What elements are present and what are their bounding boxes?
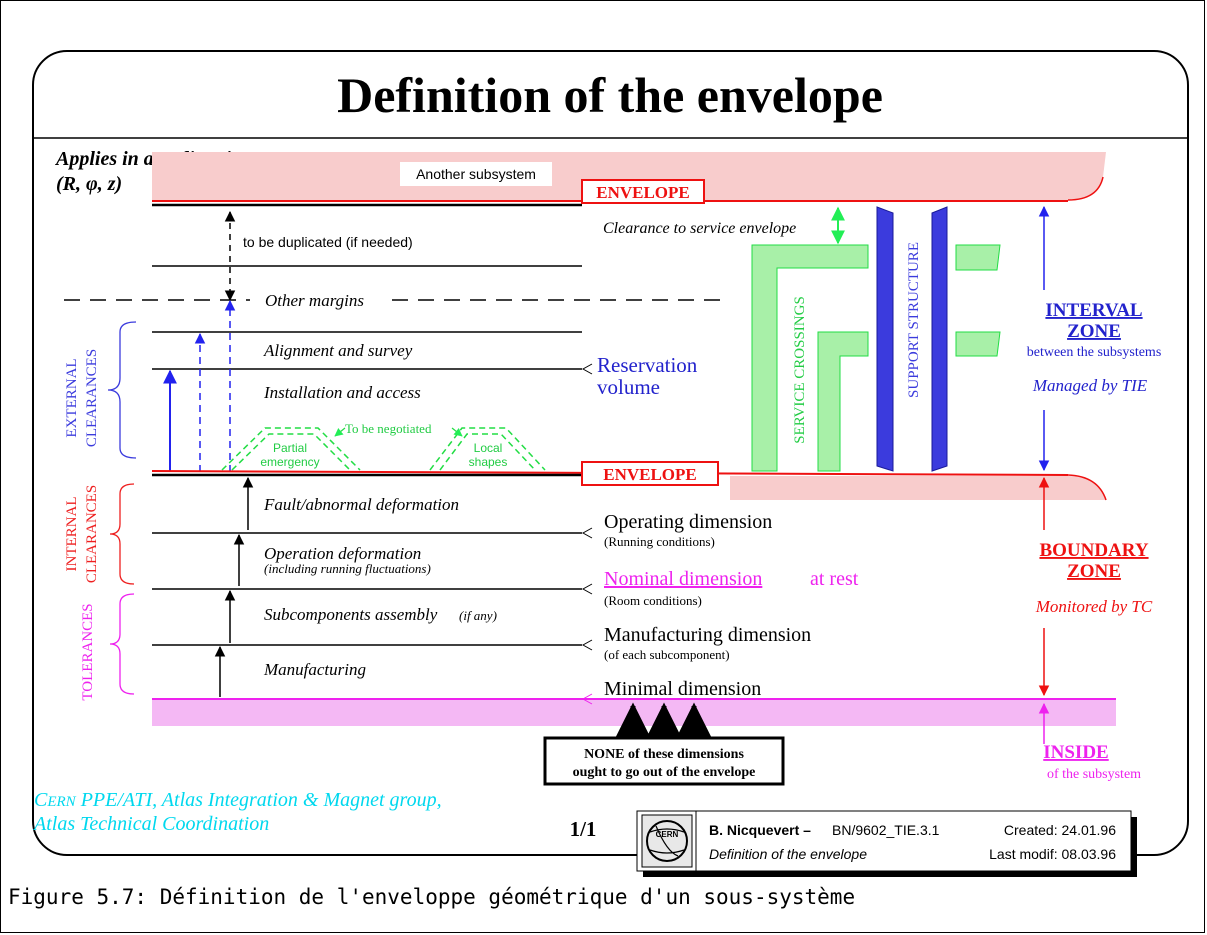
reservation-line2: volume (597, 375, 660, 399)
page-number: 1/1 (570, 817, 597, 841)
operating-dimension: Operating dimension (604, 511, 772, 533)
manufacturing-label: Manufacturing (263, 660, 366, 679)
footer-author: B. Nicquevert – (709, 822, 811, 838)
subcomponents-note: (if any) (459, 608, 497, 623)
interval-zone-title1: INTERVAL (1045, 300, 1142, 321)
main-envelope-label: ENVELOPE (603, 465, 697, 484)
interval-zone-title2: ZONE (1067, 321, 1121, 342)
external-brace (107, 321, 137, 459)
credits-line1: CERN PPE/ATI, Atlas Integration & Magnet… (34, 789, 442, 811)
operation-deformation-label: Operation deformation (264, 544, 421, 563)
footer-box (636, 810, 1132, 872)
fault-label: Fault/abnormal deformation (263, 495, 459, 514)
envelope-diagram: Definition of the envelope Applies in an… (32, 50, 1189, 877)
none-box (543, 736, 785, 786)
operation-deformation-note: (including running fluctuations) (264, 561, 431, 576)
reservation-line1: Reservation (597, 353, 698, 377)
local-shapes-inner (439, 433, 536, 471)
partial-emergency-shape-outer (221, 427, 361, 471)
minimal-dimension: Minimal dimension (604, 678, 761, 700)
footer-reference: BN/9602_TIE.3.1 (832, 822, 940, 838)
to-be-negotiated-label: To be negotiated (345, 421, 432, 436)
top-envelope-box (581, 179, 705, 204)
manufacturing-dimension: Manufacturing dimension (604, 624, 811, 646)
installation-label: Installation and access (263, 383, 421, 402)
footer-created: Created: 24.01.96 (1004, 822, 1116, 838)
nominal-dimension: Nominal dimension (604, 568, 762, 590)
manufacturing-pointer (581, 639, 593, 651)
boundary-zone-title1: BOUNDARY (1039, 540, 1148, 561)
footer-modified: Last modif: 08.03.96 (989, 846, 1116, 862)
figure-caption: Figure 5.7: Définition de l'enveloppe gé… (8, 885, 856, 909)
manufacturing-dimension-note: (of each subcomponent) (604, 647, 730, 662)
another-subsystem-label: Another subsystem (416, 166, 536, 182)
inside-subtitle: of the subsystem (1047, 767, 1141, 782)
boundary-band-curve (1067, 474, 1107, 501)
service-crossings-label: SERVICE CROSSINGS (792, 296, 808, 444)
support-structure-left (876, 206, 894, 472)
internal-brace (109, 483, 135, 585)
slide-frame (32, 50, 1189, 856)
top-envelope-label: ENVELOPE (596, 183, 690, 202)
service-crossings-right-top (955, 244, 1001, 271)
another-subsystem-label-bg (400, 162, 552, 186)
service-crossings-right-mid (955, 331, 1001, 357)
subcomponents-label: Subcomponents assembly (264, 605, 438, 624)
service-crossings-inner-shape (817, 331, 869, 472)
nominal-pointer (581, 583, 593, 595)
local-shapes-outer (429, 427, 546, 471)
negotiated-pointer-left (334, 427, 346, 437)
alignment-label: Alignment and survey (263, 341, 413, 360)
support-structure-label: SUPPORT STRUCTURE (906, 242, 922, 398)
partial-emergency-shape-inner (231, 433, 351, 471)
interval-zone-subtitle: between the subsystems (1027, 345, 1162, 360)
another-subsystem-curve (1067, 176, 1104, 201)
service-crossings-shape (751, 244, 869, 472)
none-box-line2: ought to go out of the envelope (573, 765, 756, 780)
negotiated-pointer-right (451, 427, 463, 437)
nominal-suffix: at rest (810, 568, 859, 590)
boundary-zone-title2: ZONE (1067, 561, 1121, 582)
reservation-pointer (581, 363, 593, 375)
clearance-service-label: Clearance to service envelope (603, 220, 796, 237)
applies-line2: (R, φ, z) (56, 173, 122, 195)
duplicate-label: to be duplicated (if needed) (243, 234, 413, 250)
operating-pointer (581, 527, 593, 539)
svg-text:CERN: CERN (656, 830, 679, 839)
operating-dimension-note: (Running conditions) (604, 534, 715, 549)
credits-line2: Atlas Technical Coordination (32, 813, 269, 835)
nominal-note: (Room conditions) (604, 593, 702, 608)
boundary-band (730, 476, 1106, 500)
other-margins-label: Other margins (265, 291, 364, 310)
managed-by-tie: Managed by TIE (1032, 376, 1148, 395)
tolerances-label: TOLERANCES (80, 603, 96, 700)
support-structure-right (931, 206, 948, 472)
inside-title: INSIDE (1043, 742, 1108, 763)
none-box-line1: NONE of these dimensions (584, 747, 744, 762)
cern-logo-icon: CERN (641, 814, 693, 868)
another-subsystem-band (152, 152, 1106, 200)
tolerance-brace (109, 593, 135, 695)
minimal-pointer (581, 693, 593, 705)
slide-title: Definition of the envelope (337, 67, 883, 123)
main-envelope-box (581, 461, 719, 486)
monitored-by-tc: Monitored by TC (1035, 597, 1153, 616)
footer-doc-title: Definition of the envelope (709, 846, 867, 862)
